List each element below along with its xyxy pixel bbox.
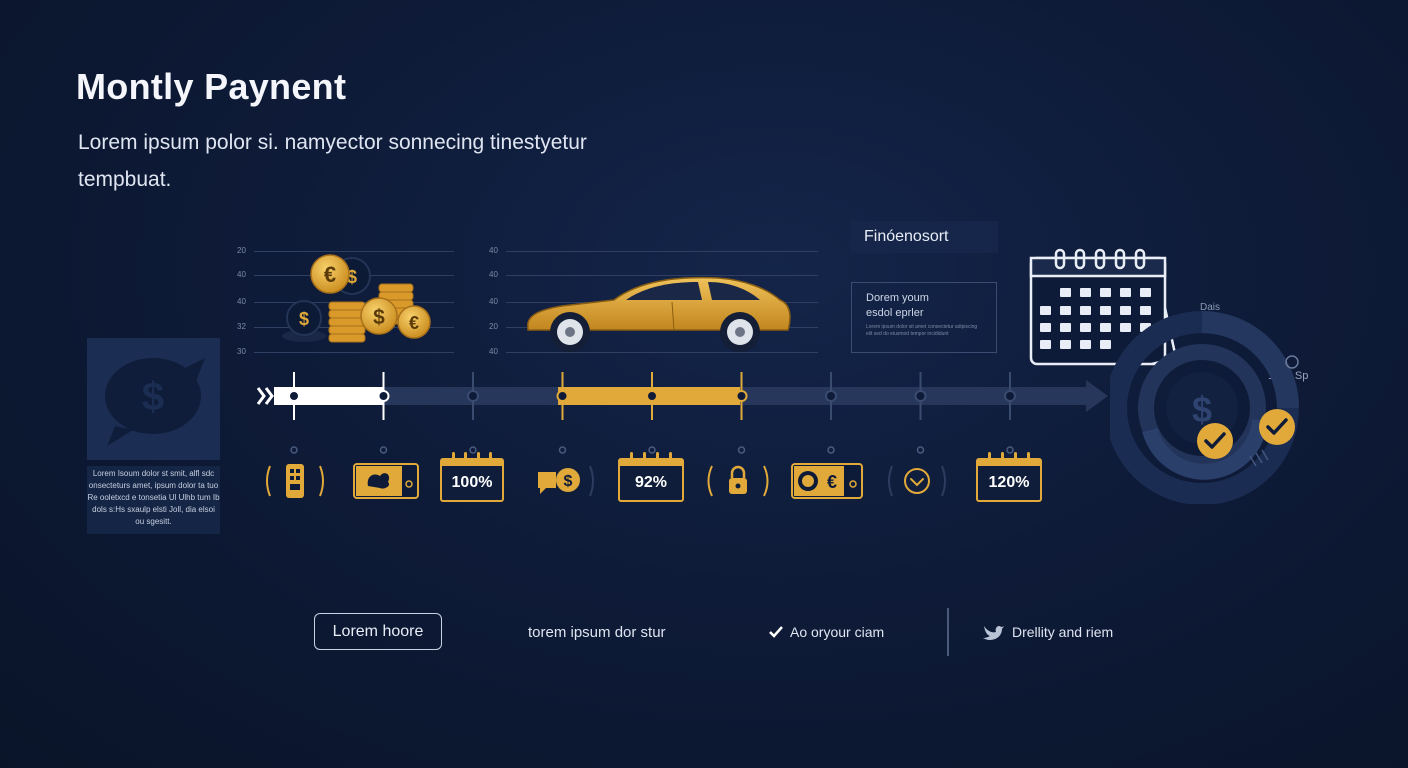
step-percent: 120% (988, 473, 1030, 491)
footer-link-3[interactable]: Drellity and riem (982, 622, 1113, 642)
step-calendar-120-box[interactable]: 120% (976, 452, 1042, 502)
track-progress-white (274, 387, 384, 405)
phone-card-icon (266, 464, 324, 498)
coins-icon: $ € $ $ € (282, 254, 431, 343)
left-card: $ (87, 338, 220, 460)
cash-note-icon (353, 463, 419, 499)
lock-icon (707, 465, 769, 497)
euro-note-icon: € (791, 463, 863, 499)
check-badge-icon (1259, 409, 1295, 445)
timeline-node (467, 390, 479, 402)
timeline-node (646, 390, 658, 402)
axis-tick: 20 (237, 246, 246, 255)
svg-text:$: $ (347, 267, 357, 287)
timeline-node-anchor (648, 446, 656, 454)
timeline-node-anchor (916, 446, 925, 454)
step-chat-dollar[interactable]: $ (530, 460, 600, 502)
footer-link-2[interactable]: Ao oryour ciam (768, 624, 884, 640)
timeline-node-anchor (1006, 446, 1014, 454)
timeline-node-anchor (827, 446, 835, 454)
svg-text:$: $ (373, 306, 385, 329)
timeline-node-anchor (737, 446, 746, 454)
step-phone-card[interactable] (262, 460, 328, 502)
axis-tick: 40 (489, 347, 498, 356)
check-circle-icon (888, 465, 946, 497)
timeline-node (556, 390, 569, 402)
axis-tick: 20 (489, 322, 498, 331)
timeline-node (1004, 390, 1016, 402)
axis-tick: 32 (237, 322, 246, 331)
dollar-chat-icon: $ (105, 358, 205, 446)
car-icon (527, 276, 791, 352)
page-title: Montly Paynent (76, 66, 347, 107)
timeline-node (735, 390, 748, 402)
page-subtitle: Lorem ipsum polor si. namyector sonnecin… (78, 131, 587, 191)
svg-text:$: $ (564, 473, 573, 490)
timeline-node (825, 390, 837, 402)
timeline-track (256, 372, 1108, 454)
svg-text:$: $ (142, 375, 164, 419)
axis-tick: 40 (489, 297, 498, 306)
svg-text:$: $ (1192, 389, 1212, 430)
svg-text:€: € (827, 472, 837, 492)
coins-chart: 20 40 40 32 30 $ € $ (234, 244, 456, 358)
axis-tick: 40 (237, 270, 246, 279)
panel-fine-print: Lorem ipsum dolor sit amet consectetur a… (866, 324, 978, 337)
check-badge-icon (1197, 423, 1233, 459)
timeline-node (288, 390, 300, 402)
gauge-label-top: Dais (1200, 302, 1221, 313)
step-percent: 92% (634, 473, 668, 491)
footer-text-3: Drellity and riem (1012, 624, 1114, 640)
step-percent: 100% (451, 473, 493, 491)
axis-tick: 40 (237, 297, 246, 306)
panel-tag: Finóenosort (850, 221, 998, 253)
car-chart: 40 40 40 20 40 (486, 244, 820, 358)
step-calendar-92[interactable]: 92% (618, 452, 684, 502)
chat-dollar-icon: $ (538, 465, 594, 497)
timeline-steps: 100% $ 92% € (256, 448, 1116, 508)
bird-icon (983, 626, 1004, 640)
lorem-hoore-button[interactable]: Lorem hoore (314, 613, 442, 650)
panel-line-1: Dorem youm (866, 292, 929, 304)
gauge-chart: $ (1110, 311, 1299, 504)
footer-divider (947, 608, 949, 656)
timeline-node-anchor (290, 446, 298, 454)
timeline-node-anchor (379, 446, 388, 454)
step-check-circle-icon-wrap[interactable] (884, 460, 950, 502)
panel-line-2: esdol eprler (866, 307, 924, 319)
axis-tick: 40 (489, 270, 498, 279)
info-panel: Dorem youm esdol eprler Lorem ipsum dolo… (851, 282, 997, 353)
timeline-node (377, 390, 390, 402)
check-arrow-icon (769, 626, 783, 638)
timeline-node (914, 390, 927, 402)
svg-text:€: € (324, 262, 336, 287)
step-euro-note[interactable]: € (790, 460, 864, 502)
footer-text-2: Ao oryour ciam (790, 624, 885, 640)
svg-text:$: $ (299, 309, 309, 329)
step-calendar-100[interactable]: 100% (440, 452, 504, 502)
axis-tick: 30 (237, 347, 246, 356)
left-card-text: Lorem Isoum dolor st smit, alfl sdc onse… (87, 466, 220, 534)
timeline-node-anchor (558, 446, 567, 454)
timeline-node-anchor (469, 446, 477, 454)
axis-tick: 40 (489, 246, 498, 255)
svg-text:€: € (409, 313, 419, 333)
step-lock[interactable] (702, 460, 774, 502)
step-cash-note[interactable] (352, 460, 420, 502)
footer-text-1[interactable]: torem ipsum dor stur (528, 624, 666, 641)
